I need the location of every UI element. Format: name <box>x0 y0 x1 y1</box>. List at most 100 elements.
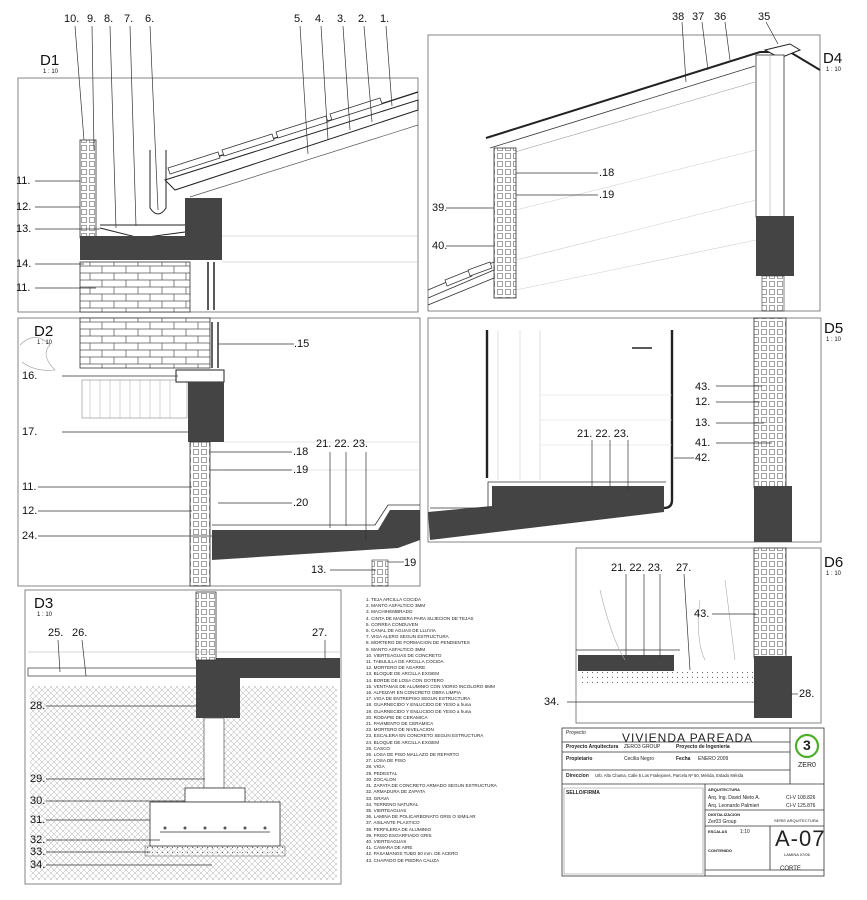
digitization-label: DIGITALIZACION <box>708 812 741 817</box>
callout: 34. <box>30 859 45 871</box>
callout: 6. <box>145 13 154 25</box>
legend-item: 37. AISLANTE PLASTICO <box>366 820 420 826</box>
legend-item: 19. GUARNECIDO Y ENLUCIDO DE YESO a huna <box>366 708 471 714</box>
address-value: Urb. Alto Chama, Calle 5 Los Frailejones… <box>595 773 744 778</box>
engineering-label: Proyecto de Ingenieria <box>676 744 730 750</box>
legend-item: 22. MORTERO DE NIVELACION <box>366 727 434 733</box>
legend-item: 28. VIGA <box>366 764 385 770</box>
callout: 12. <box>695 396 710 408</box>
d5-frame <box>427 317 822 543</box>
architect-1-id: CI-V 108.826 <box>786 795 816 801</box>
d2-scale: 1 : 10 <box>37 340 53 346</box>
callout: 41. <box>695 437 710 449</box>
d1-frame <box>17 77 419 313</box>
architect-2: Arq. Leonardo Palmieri <box>708 803 760 809</box>
legend-item: 35. VIERTEAGUAS <box>366 807 407 813</box>
callout: 21. 22. 23. <box>316 438 368 450</box>
d6-scale: 1 : 10 <box>826 571 842 577</box>
seal-label: SELLO/FIRMA <box>566 790 600 796</box>
callout: 25. <box>48 627 63 639</box>
callout: 14. <box>16 258 31 270</box>
callout: 29. <box>30 773 45 785</box>
owner-name: Cecilia Negro <box>624 756 655 762</box>
callout: 28. <box>799 688 814 700</box>
callout: 43. <box>694 608 709 620</box>
callout: 31. <box>30 814 45 826</box>
logo-text: ZER0 <box>798 762 816 769</box>
legend-item: 32. ARMADURA DE ZAPATA <box>366 789 426 795</box>
d5-title: D5 <box>824 320 843 337</box>
callout: 12. <box>16 201 31 213</box>
callout: 17. <box>22 426 37 438</box>
callout: 12. <box>22 505 37 517</box>
d3-drawing <box>27 591 340 880</box>
legend-item: 5. CORREA CONDUVEN <box>366 621 419 627</box>
d5-scale: 1 : 10 <box>826 337 842 343</box>
legend-item: 15. VENTANAS DE ALUMINIO CON VIDRIO INCO… <box>366 683 495 689</box>
owner-label: Propietario <box>566 756 593 762</box>
callout: 37 <box>692 11 704 23</box>
d1-title: D1 <box>40 52 59 69</box>
digitization-value: Zer03 Group <box>708 819 737 825</box>
callout: 2. <box>358 13 367 25</box>
d4-scale: 1 : 10 <box>826 67 842 73</box>
legend-item: 33. GRAVA <box>366 795 390 801</box>
legend-item: 17. VIGA DE ENTREPISO SEGUN ESTRUCTURA <box>366 696 471 702</box>
zer0-logo <box>794 733 820 759</box>
legend-item: 6. CANAL DE AGUAS DE LLUVIA <box>366 628 436 634</box>
legend-item: 13. BLOQUE DE ARCILLA EXISEM <box>366 671 440 677</box>
sheet-count: LAMINA 07/06 <box>784 852 810 857</box>
callout: 32. <box>30 834 45 846</box>
d6-frame <box>575 547 822 724</box>
callout: 11. <box>22 481 36 493</box>
legend-item: 9. MANTO ASFALTICO 3MM <box>366 646 426 652</box>
callout: 21. 22. 23. <box>611 562 663 574</box>
legend-item: 34. TERRENO NATURAL <box>366 801 419 807</box>
legend-item: 4. CINTA DE MADERA PARA SUJECION DE TEJA… <box>366 615 474 621</box>
leader-lines <box>35 21 798 866</box>
legend-item: 42. PASAMANOS TUBO 50 mm. DE ACERO <box>366 851 458 857</box>
legend-item: 12. MORTERO DE AGARRE <box>366 665 426 671</box>
callout: 21. 22. 23. <box>577 428 629 440</box>
callout: 34. <box>544 696 559 708</box>
contents-label: CONTENIDO <box>708 848 732 853</box>
date-value: ENERO 2009 <box>698 756 729 762</box>
d6-drawing <box>576 547 792 718</box>
legend-item: 7. VIGA ALERO SEGUN ESTRUCTURA <box>366 634 449 640</box>
callout: 30. <box>30 795 45 807</box>
contents-value: CORTE <box>780 866 801 872</box>
architect-2-id: CI-V 125.876 <box>786 803 816 809</box>
callout: 42. <box>695 452 710 464</box>
d4-frame <box>427 34 821 312</box>
d1-scale: 1 : 10 <box>43 69 59 75</box>
callout: 26. <box>72 627 87 639</box>
callout: 27. <box>312 627 327 639</box>
legend-item: 16. ALFEIZAR EN CONCRETO OBRA LIMPIA <box>366 690 461 696</box>
d3-scale: 1 : 10 <box>37 612 53 618</box>
d3-title: D3 <box>34 595 53 612</box>
legend-item: 1. TEJA ARCILLA COCIDA <box>366 597 422 602</box>
legend-item: 40. VIERTEAGUAS <box>366 838 407 844</box>
d2-title: D2 <box>34 323 53 340</box>
legend-item: 14. BORDE DE LOSA CON GOTERO <box>366 677 444 683</box>
callout: 1. <box>380 13 389 25</box>
legend-item: 2. MANTO ASFALTICO 3MM <box>366 603 426 609</box>
callout: 8. <box>104 13 113 25</box>
legend-item: 41. CAMARA DE AIRE <box>366 845 413 851</box>
callout: 10. <box>64 13 79 25</box>
callout: 7. <box>124 13 133 25</box>
callout: 13. <box>311 564 326 576</box>
callout: 13. <box>16 223 31 235</box>
architecture-label: Proyecto Arquitectura <box>566 744 619 750</box>
legend-item: 27. LOSA DE PISO <box>366 758 406 764</box>
callout: 27. <box>676 562 691 574</box>
callout: 16. <box>22 370 37 382</box>
legend-item: 43. CHAPADO DE PIEDRA CALIZA <box>366 857 440 863</box>
callout: 9. <box>87 13 96 25</box>
architect-1: Arq. Ing. David Nieto A. <box>708 795 760 801</box>
legend-item: 3. MACHIHEMBRADO <box>366 609 413 615</box>
callout: .15 <box>294 338 309 350</box>
architecture-firm: ZERO3 GROUP <box>624 744 661 750</box>
callout: 38 <box>672 11 684 23</box>
